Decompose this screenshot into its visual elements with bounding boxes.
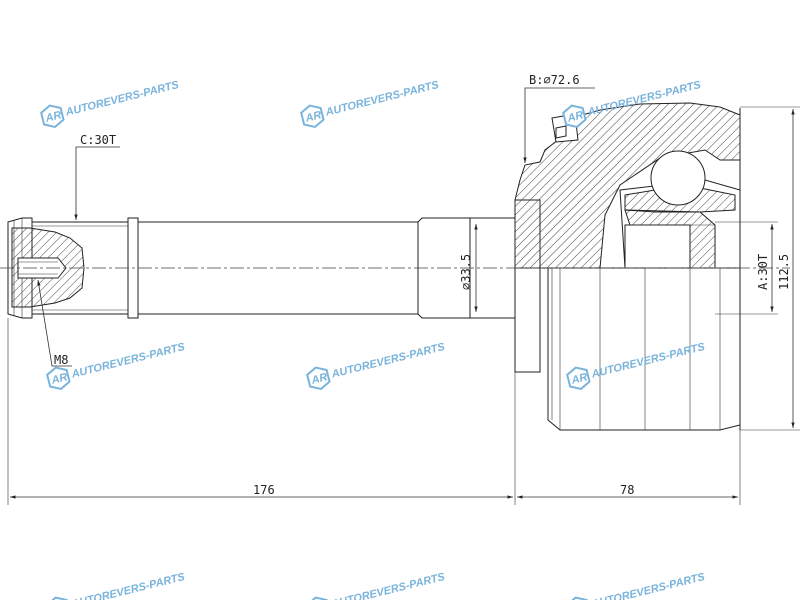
svg-text:AUTOREVERS-PARTS: AUTOREVERS-PARTS [330, 341, 447, 381]
hexagon-logo-icon [562, 104, 587, 129]
hexagon-logo-icon [46, 596, 71, 600]
svg-text:AUTOREVERS-PARTS: AUTOREVERS-PARTS [70, 571, 187, 600]
svg-text:AR: AR [565, 109, 584, 125]
svg-text:AR: AR [49, 371, 68, 387]
watermark: AR AUTOREVERS-PARTS [306, 571, 447, 600]
b-diameter-label: B:⌀72.6 [529, 73, 580, 87]
watermark: AR AUTOREVERS-PARTS [40, 79, 181, 129]
svg-text:AR: AR [43, 109, 62, 125]
hexagon-logo-icon [566, 366, 591, 391]
watermark: AR AUTOREVERS-PARTS [566, 571, 707, 600]
svg-text:AR: AR [569, 371, 588, 387]
hexagon-logo-icon [40, 104, 65, 129]
watermark: AR AUTOREVERS-PARTS [300, 79, 441, 129]
svg-text:AUTOREVERS-PARTS: AUTOREVERS-PARTS [70, 341, 187, 381]
hexagon-logo-icon [566, 596, 591, 600]
hexagon-logo-icon [300, 104, 325, 129]
a-spline-label: A:30T [756, 254, 770, 290]
svg-text:AUTOREVERS-PARTS: AUTOREVERS-PARTS [324, 79, 441, 119]
svg-text:AUTOREVERS-PARTS: AUTOREVERS-PARTS [590, 571, 707, 600]
svg-text:AR: AR [309, 371, 328, 387]
bell-housing [514, 102, 741, 431]
watermark: AR AUTOREVERS-PARTS [46, 571, 187, 600]
svg-text:AUTOREVERS-PARTS: AUTOREVERS-PARTS [64, 79, 181, 119]
hexagon-logo-icon [306, 366, 331, 391]
thread-label: M8 [54, 353, 68, 367]
shaft-diameter-label: ⌀33.5 [459, 254, 473, 290]
svg-text:AR: AR [303, 109, 322, 125]
hexagon-logo-icon [306, 596, 331, 600]
outer-diameter-label: 112.5 [777, 254, 791, 290]
hexagon-logo-icon [46, 366, 71, 391]
length-shaft-label: 176 [253, 483, 275, 497]
dimension-lines [7, 87, 800, 505]
length-body-label: 78 [620, 483, 634, 497]
c-spline-label: C:30T [80, 133, 116, 147]
watermark: AR AUTOREVERS-PARTS [306, 341, 447, 391]
svg-text:AUTOREVERS-PARTS: AUTOREVERS-PARTS [330, 571, 447, 600]
